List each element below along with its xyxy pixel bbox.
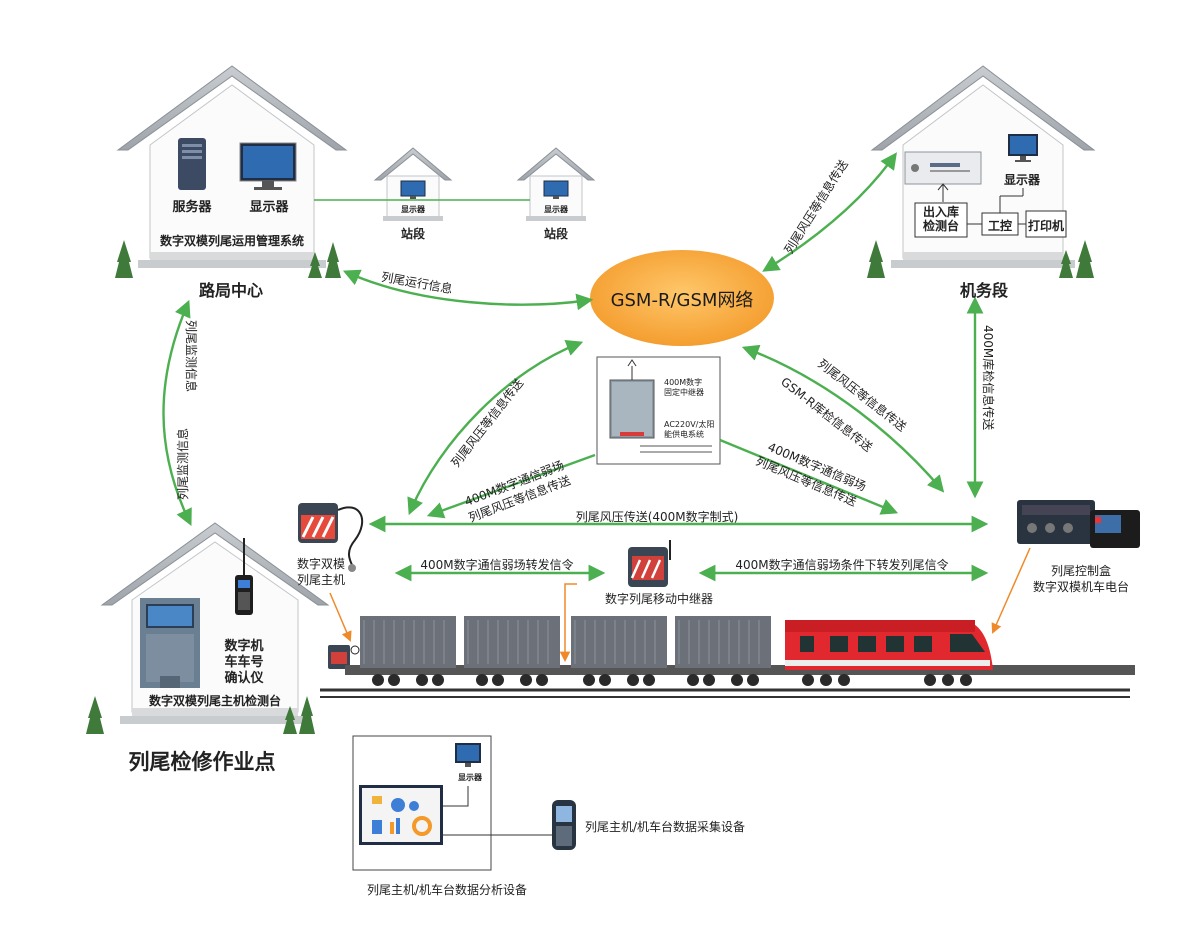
network-label: GSM-R/GSM网络 [610,290,754,311]
handheld-radio-icon [235,538,253,615]
road-center-title: 路局中心 [198,281,264,300]
fixed-repeater-label: 400M数字 固定中继器 [664,378,704,397]
freight-car [464,616,560,668]
analysis-device-label: 列尾主机/机车台数据分析设备 [366,883,528,897]
freight-car [571,616,667,668]
train-icon [320,616,1135,698]
server-label: 服务器 [172,200,212,215]
test-bench-icon [140,598,200,688]
freight-car [360,616,456,668]
control-label: 工控 [987,219,1013,233]
monitor-icon [239,142,297,190]
control-box-icon [1017,500,1140,548]
link-tail-monitor-left: 列尾监测信息 [184,320,198,393]
link-forward-cmd-weak-cond: 400M数字通信弱场条件下转发列尾信令 [735,558,949,572]
station-house-2 [516,147,596,221]
server-icon [178,138,206,190]
link-tail-monitor-right: 列尾监测信息 [176,427,190,500]
handheld-icon [552,800,576,850]
mobile-repeater-label: 数字列尾移动中继器 [604,592,714,606]
depot-monitor-label: 显示器 [1003,173,1041,187]
station-2-name: 站段 [543,227,569,241]
collector-device-label: 列尾主机/机车台数据采集设备 [585,820,746,834]
station-house-1 [373,147,453,221]
gsm-network-ellipse [590,250,774,346]
link-forward-cmd-weak: 400M数字通信弱场转发信令 [420,558,574,572]
station-1-monitor-label: 显示器 [401,205,425,214]
workshop-title: 列尾检修作业点 [128,750,276,774]
rack-device-icon [904,151,982,202]
analysis-monitor-label: 显示器 [458,773,482,782]
monitor-icon [1008,134,1038,162]
road-center-house [116,65,348,268]
orange-pointers [329,547,1031,663]
station-1-name: 站段 [400,227,426,241]
train-wheels [372,674,972,686]
monitor-icon [455,743,481,767]
printer-label: 打印机 [1027,219,1065,233]
freight-car [675,616,771,668]
analysis-link [440,786,469,807]
link-storage-check-info: 400M库检信息传送 [981,325,995,431]
control-box-label: 列尾控制盒 数字双模机车电台 [1032,564,1130,594]
depot-equipment-boxes [914,188,1067,238]
workshop-device-label: 数字机 车车号 确认仪 [224,639,264,686]
checkbench-label: 出入库 检测台 [922,205,960,233]
fixed-repeater-panel [596,356,721,465]
station-2-monitor-label: 显示器 [544,205,568,214]
dual-mode-host-icon [298,503,364,572]
mobile-repeater-icon [628,540,671,587]
dual-mode-host-label: 数字双模 列尾主机 [296,557,346,587]
analysis-screen-icon [359,785,443,845]
green-arrows [162,152,989,582]
locomotive [785,620,993,670]
link-tail-pressure-400m: 列尾风压传送(400M数字制式) [575,510,739,524]
monitor-label: 显示器 [249,200,289,215]
fixed-repeater-power-label: AC220V/太阳 能供电系统 [664,420,715,439]
workshop-bench-label: 数字双模列尾主机检测台 [148,694,282,708]
depot-title: 机务段 [959,281,1009,300]
system-label: 数字双模列尾运用管理系统 [159,234,305,248]
tail-device-small-icon [328,645,360,669]
